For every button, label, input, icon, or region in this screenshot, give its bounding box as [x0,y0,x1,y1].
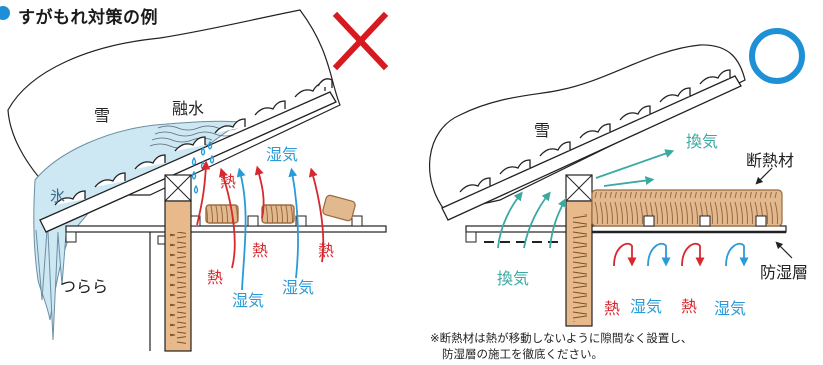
beam-cross-right [565,174,593,202]
label-heat-mid-1: 熱 [252,241,268,260]
label-meltwater: 融水 [172,99,204,118]
label-icicles: つらら [60,277,108,296]
label-snow: 雪 [94,106,110,125]
label-moisture-bottom-1: 湿気 [232,291,264,310]
cross-mark [332,11,389,71]
ceiling-board [65,225,387,233]
roof-tiles [54,78,333,206]
label-snow-right: 雪 [534,121,550,140]
wall-insulation-coil-right [571,214,587,322]
insulation-leader [755,167,773,185]
roof-slab-right [441,75,742,221]
label-moisture-2: 湿気 [714,299,746,318]
roof-underside [45,101,337,233]
moisture-loops [647,242,749,267]
label-heat-bottom: 熱 [207,268,223,287]
bad-panel: 雪 融水 氷 つらら 湿気 熱 熱 熱 熱 湿気 湿気 [7,9,389,352]
label-ventilation-bottom: 換気 [497,269,529,288]
beam-cross [164,174,192,202]
roof-tiles-right [459,69,731,193]
page-title: すがもれ対策の例 [18,8,158,28]
circle-mark [749,28,805,84]
heat-arrows [196,160,325,269]
title-bullet [0,6,10,20]
label-heat-2: 熱 [681,297,697,316]
moisture-arrows [236,167,299,291]
footnote-line-1: ※断熱材は熱が移動しないように隙間なく設置し、 [430,331,693,345]
insulation-continuous-coil [594,192,780,224]
label-moisture-top: 湿気 [266,145,298,164]
label-vapor-barrier: 防湿層 [760,263,808,282]
heat-loops [613,242,705,267]
good-panel: 雪 換気 断熱材 換気 防湿層 熱 湿気 熱 湿気 [428,28,808,327]
icicles [35,229,67,341]
label-heat-mid-2: 熱 [318,241,334,260]
eave-board-right [465,231,477,243]
eave-board [65,231,77,243]
wall-insulation-coil [170,232,186,344]
joist-blocks-right [643,215,767,227]
label-ice: 氷 [50,187,65,205]
label-insulation: 断熱材 [746,151,794,170]
insulation-rolls-gapped [205,194,356,224]
footnote-line-2: 防湿層の施工を徹底ください。 [442,347,603,361]
label-heat-top: 熱 [220,172,236,191]
label-ventilation-top: 換気 [686,132,718,151]
label-moisture-1: 湿気 [630,297,662,316]
ventilation-arrows [497,149,675,249]
footnote: ※断熱材は熱が移動しないように隙間なく設置し、 防湿層の施工を徹底ください。 [430,330,692,362]
label-moisture-bottom-2: 湿気 [282,278,314,297]
vapor-barrier-leader [775,241,793,259]
label-heat-1: 熱 [604,299,620,318]
